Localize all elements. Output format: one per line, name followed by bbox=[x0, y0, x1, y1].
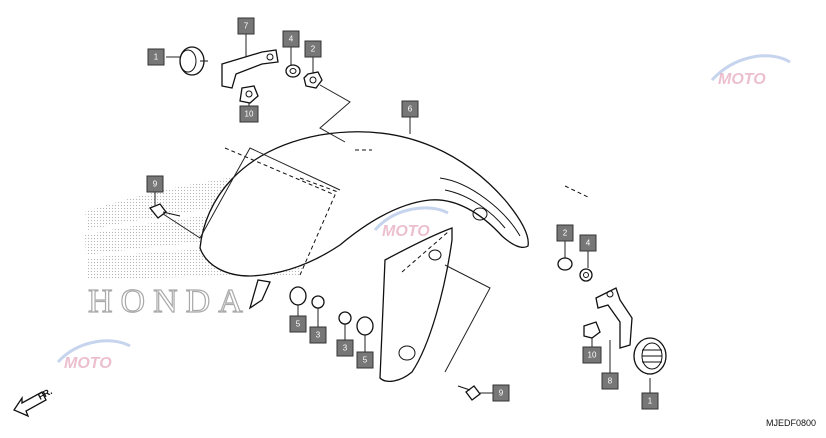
svg-text:2: 2 bbox=[563, 229, 568, 238]
callout-7: 7 bbox=[237, 17, 255, 35]
moto-watermark-text: MOTO bbox=[382, 223, 430, 240]
svg-text:2: 2 bbox=[311, 45, 316, 54]
leader-lines bbox=[154, 34, 651, 394]
moto-watermark-top-right: MOTO bbox=[710, 54, 791, 88]
front-arrow-icon bbox=[13, 391, 47, 418]
callout-4-right: 4 bbox=[579, 234, 597, 252]
callout-4-top: 4 bbox=[282, 30, 300, 48]
svg-text:9: 9 bbox=[499, 389, 504, 398]
nut-left bbox=[311, 295, 325, 309]
nut-right bbox=[557, 257, 573, 271]
callout-10-top: 10 bbox=[239, 105, 259, 123]
bracket-top bbox=[221, 49, 279, 89]
callout-2-top: 2 bbox=[304, 40, 322, 58]
front-direction-label: FR. bbox=[36, 386, 53, 402]
svg-text:3: 3 bbox=[316, 331, 321, 340]
svg-text:10: 10 bbox=[245, 110, 254, 119]
washer-top bbox=[285, 64, 301, 78]
svg-text:1: 1 bbox=[154, 53, 159, 62]
nut-top bbox=[303, 71, 323, 89]
diagram-reference-code: MJEDF0800 bbox=[765, 418, 816, 428]
callout-9-bottom: 9 bbox=[492, 384, 510, 402]
callout-1-top: 1 bbox=[147, 48, 165, 66]
grommet-left bbox=[289, 286, 307, 306]
svg-text:7: 7 bbox=[244, 22, 249, 31]
moto-watermark-text: MOTO bbox=[718, 71, 766, 88]
collar-nut-top bbox=[239, 85, 259, 104]
svg-text:5: 5 bbox=[296, 320, 301, 329]
grommet-top bbox=[179, 46, 208, 76]
moto-watermark-center: MOTO bbox=[373, 206, 449, 240]
callout-3-left: 3 bbox=[309, 326, 327, 344]
svg-text:1: 1 bbox=[648, 397, 653, 406]
svg-text:6: 6 bbox=[408, 105, 413, 114]
svg-text:8: 8 bbox=[608, 377, 613, 386]
callout-6: 6 bbox=[401, 100, 419, 118]
svg-text:3: 3 bbox=[343, 344, 348, 353]
washer-right bbox=[579, 268, 593, 282]
bolt-left bbox=[148, 203, 181, 219]
callout-1-right: 1 bbox=[641, 392, 659, 410]
front-fender bbox=[199, 131, 591, 383]
moto-watermark-text: MOTO bbox=[64, 355, 112, 372]
callout-3-mid: 3 bbox=[336, 339, 354, 357]
callout-5-mid: 5 bbox=[356, 351, 374, 369]
callout-9-left: 9 bbox=[146, 175, 164, 193]
nut-mid bbox=[338, 311, 352, 325]
bolt-bottom bbox=[457, 385, 481, 401]
grommet-right bbox=[633, 337, 667, 375]
bracket-right bbox=[595, 287, 633, 349]
callout-8: 8 bbox=[601, 372, 619, 390]
callout-2-right: 2 bbox=[556, 224, 574, 242]
callout-10-right: 10 bbox=[582, 346, 602, 364]
callout-5-left: 5 bbox=[289, 315, 307, 333]
svg-text:9: 9 bbox=[153, 180, 158, 189]
svg-text:5: 5 bbox=[363, 356, 368, 365]
honda-brand-text: HONDA bbox=[88, 283, 251, 320]
front-direction-indicator: FR. bbox=[13, 386, 54, 418]
moto-watermark-bottom-left: MOTO bbox=[56, 339, 131, 372]
svg-text:4: 4 bbox=[289, 35, 294, 44]
svg-text:4: 4 bbox=[586, 239, 591, 248]
grommet-mid bbox=[356, 316, 374, 336]
svg-text:10: 10 bbox=[588, 351, 597, 360]
collar-nut-right bbox=[583, 321, 601, 339]
